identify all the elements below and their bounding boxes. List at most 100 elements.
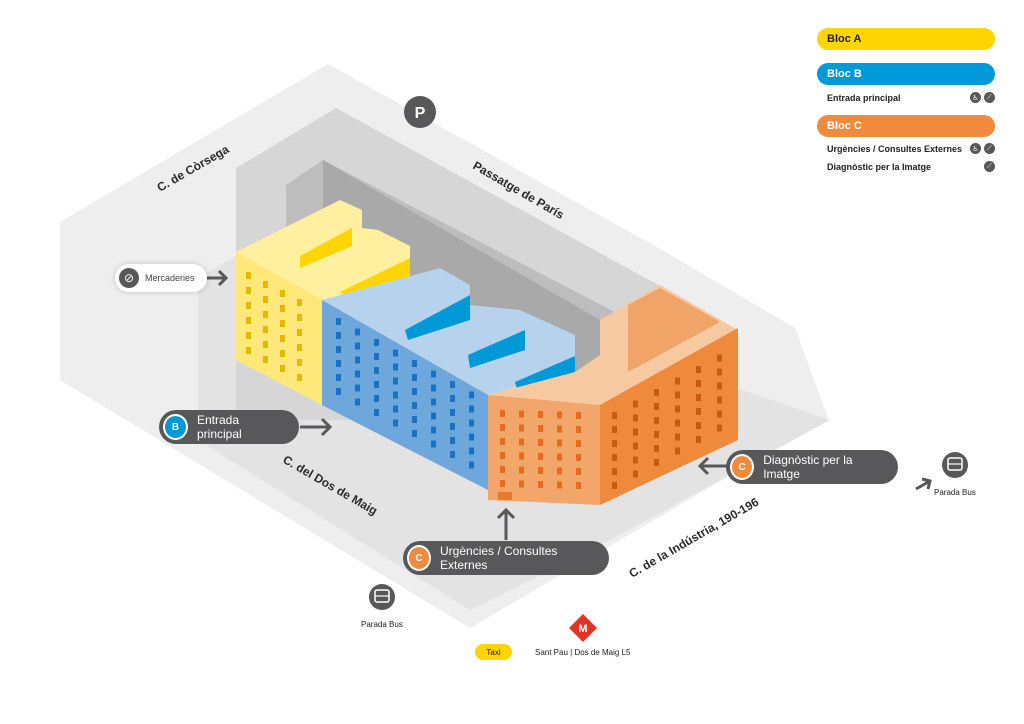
bus-stop-label: Parada Bus — [361, 620, 403, 629]
window — [336, 374, 341, 381]
bloc-a-notch — [300, 228, 352, 268]
window — [717, 396, 722, 404]
window — [336, 388, 341, 395]
wheelchair-icon: ♿ — [970, 92, 981, 103]
window — [612, 454, 617, 461]
window — [612, 440, 617, 447]
taxi-badge: Taxi — [475, 644, 512, 660]
window — [557, 425, 562, 433]
legend-icons: ♿ ⟋ — [970, 143, 995, 154]
window — [500, 424, 505, 431]
window — [519, 452, 524, 460]
window — [675, 433, 680, 441]
window — [633, 400, 638, 408]
urgencies-pill[interactable]: C Urgències / Consultes Externes — [403, 541, 609, 575]
window — [675, 405, 680, 413]
window — [246, 272, 251, 279]
bloc-a-front — [236, 252, 322, 405]
metro-letter: M — [578, 623, 587, 635]
window — [355, 384, 360, 392]
window — [576, 454, 581, 461]
legend-bloc-c-item: Urgències / Consultes Externes — [827, 144, 963, 154]
window — [374, 367, 379, 374]
window — [717, 368, 722, 376]
legend-bloc-c: Bloc C — [817, 115, 995, 137]
window — [246, 317, 251, 324]
window — [297, 344, 302, 351]
window — [469, 433, 474, 441]
legend-icons: ⟋ — [984, 161, 995, 172]
window — [263, 326, 268, 333]
window — [297, 299, 302, 306]
window — [280, 305, 285, 312]
entrada-principal-label: Entrada principal — [197, 413, 242, 441]
window — [355, 398, 360, 406]
window — [469, 405, 474, 413]
window — [263, 281, 268, 288]
window — [374, 339, 379, 346]
window — [336, 360, 341, 367]
window — [538, 411, 543, 418]
window — [393, 377, 398, 385]
window — [246, 287, 251, 294]
metro-icon — [569, 614, 597, 642]
window — [557, 467, 562, 475]
window — [469, 419, 474, 427]
window — [450, 423, 455, 430]
building-windows — [246, 272, 722, 489]
window — [431, 440, 436, 448]
window — [280, 290, 285, 297]
window — [374, 381, 379, 388]
mercaderies-pill[interactable]: ⊘ Mercaderies — [115, 264, 207, 292]
window — [336, 318, 341, 325]
bloc-c-badge: C — [730, 454, 755, 480]
window — [412, 402, 417, 409]
window — [654, 403, 659, 410]
window — [633, 428, 638, 436]
window — [500, 410, 505, 417]
entrada-principal-pill[interactable]: B Entrada principal — [159, 410, 299, 444]
window — [696, 408, 701, 415]
window — [633, 456, 638, 464]
window — [374, 353, 379, 360]
window — [469, 447, 474, 455]
window — [576, 412, 581, 419]
bloc-b-notch2 — [468, 330, 525, 368]
window — [519, 424, 524, 432]
window — [633, 442, 638, 450]
window — [654, 459, 659, 466]
window — [538, 467, 543, 474]
arrow-icon — [207, 269, 932, 540]
window — [393, 349, 398, 357]
window — [450, 409, 455, 416]
window — [500, 480, 505, 487]
window — [557, 439, 562, 447]
window — [336, 332, 341, 339]
bloc-b-notch1 — [405, 295, 470, 340]
window — [696, 436, 701, 443]
metro-label: Sant Pau | Dos de Maig L5 — [535, 648, 631, 657]
diagnostic-pill[interactable]: C Diagnòstic per la Imatge — [726, 450, 898, 484]
legend-bloc-c-item: Diagnòstic per la Imatge — [827, 162, 932, 172]
bloc-b-badge: B — [163, 414, 188, 440]
window — [355, 356, 360, 364]
window — [717, 354, 722, 362]
window — [675, 377, 680, 385]
window — [519, 438, 524, 446]
window — [431, 384, 436, 392]
window — [393, 405, 398, 413]
window — [355, 328, 360, 336]
window — [280, 320, 285, 327]
window — [500, 466, 505, 473]
no-entry-icon: ⊘ — [119, 268, 139, 288]
window — [576, 468, 581, 475]
window — [280, 365, 285, 372]
window — [633, 470, 638, 478]
window — [576, 440, 581, 447]
window — [246, 302, 251, 309]
bus-stop-label: Parada Bus — [934, 488, 976, 497]
bloc-b-notch3 — [515, 356, 575, 392]
window — [500, 452, 505, 459]
window — [263, 296, 268, 303]
